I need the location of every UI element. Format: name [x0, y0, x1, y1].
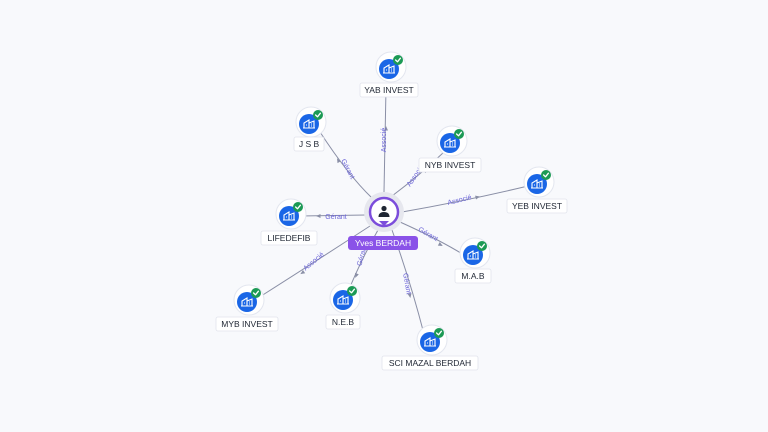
- company-node-myb[interactable]: MYB INVEST: [215, 284, 279, 332]
- edge-arrow-icon: [337, 158, 341, 164]
- edge-relation-label: Gérant: [401, 273, 412, 295]
- edge-arrow-icon: [300, 269, 306, 275]
- edge-line: [391, 151, 445, 197]
- edge-yab: Associé: [381, 87, 388, 193]
- edge-relation-label: Associé: [381, 128, 388, 153]
- verified-check-icon: [393, 55, 403, 65]
- edge-line: [401, 185, 529, 213]
- person-name-tag: [348, 236, 418, 250]
- node-label-box: [454, 268, 492, 284]
- edge-arrow-icon: [316, 214, 321, 218]
- node-name-label: N.E.B: [332, 317, 355, 327]
- company-building-icon: [467, 250, 479, 260]
- edge-line: [299, 214, 367, 217]
- node-name-label: M.A.B: [461, 271, 484, 281]
- person-node-pointer: [379, 221, 389, 226]
- verified-check-icon: [347, 286, 357, 296]
- company-node-neb[interactable]: N.E.B: [325, 282, 361, 330]
- center-person-node[interactable]: Yves BERDAH: [348, 192, 418, 250]
- edge-line: [399, 221, 465, 256]
- company-building-icon: [444, 138, 456, 148]
- node-label-box: [293, 136, 325, 152]
- company-building-icon: [303, 119, 315, 129]
- node-label-box: [260, 230, 318, 246]
- company-building-icon: [531, 179, 543, 189]
- edge-line: [383, 87, 387, 193]
- node-name-label: SCI MAZAL BERDAH: [389, 358, 471, 368]
- edge-relation-label: Gérant: [339, 158, 355, 180]
- company-node-jsb[interactable]: J S B: [293, 106, 327, 152]
- company-node-yeb[interactable]: YEB INVEST: [506, 166, 568, 214]
- company-building-icon: [337, 295, 349, 305]
- node-name-label: LIFEDEFIB: [268, 233, 311, 243]
- person-icon: [378, 205, 390, 217]
- verified-check-icon: [454, 129, 464, 139]
- edge-arrow-icon: [437, 242, 443, 246]
- verified-check-icon: [434, 328, 444, 338]
- node-label-box: [325, 314, 361, 330]
- edge-arrow-icon: [355, 272, 359, 278]
- edge-relation-label: Gérant: [325, 214, 346, 221]
- nodes-layer: YAB INVEST J S B NYB INVEST YEB INVEST LIFED…: [215, 51, 568, 371]
- company-node-nyb[interactable]: NYB INVEST: [418, 125, 482, 173]
- edge-relation-label: Gérant: [417, 226, 439, 243]
- company-node-lifedefib[interactable]: LIFEDEFIB: [260, 198, 318, 246]
- edge-line: [257, 225, 371, 299]
- company-building-icon: [383, 64, 395, 74]
- edge-relation-label: Associé: [302, 251, 325, 272]
- node-label-box: [381, 355, 479, 371]
- edge-arrow-icon: [407, 293, 412, 298]
- node-name-label: YEB INVEST: [512, 201, 562, 211]
- edge-jsb: Gérant: [319, 131, 373, 199]
- node-name-label: J S B: [299, 139, 320, 149]
- company-node-sci[interactable]: SCI MAZAL BERDAH: [381, 324, 479, 371]
- edge-arrow-icon: [475, 195, 480, 200]
- company-building-icon: [283, 211, 295, 221]
- verified-check-icon: [313, 110, 323, 120]
- edge-arrow-icon: [384, 126, 388, 131]
- node-name-label: YAB INVEST: [364, 85, 413, 95]
- edge-relation-label: Associé: [447, 194, 473, 207]
- edge-lifedefib: Gérant: [299, 214, 367, 221]
- node-name-label: MYB INVEST: [221, 319, 272, 329]
- company-node-mab[interactable]: M.A.B: [454, 237, 492, 284]
- verified-check-icon: [293, 202, 303, 212]
- node-label-box: [418, 157, 482, 173]
- node-label-box: [359, 82, 419, 98]
- company-building-icon: [424, 337, 436, 347]
- node-label-box: [215, 316, 279, 332]
- edge-line: [319, 131, 373, 199]
- verified-check-icon: [541, 170, 551, 180]
- person-name-label: Yves BERDAH: [355, 238, 411, 248]
- company-building-icon: [241, 297, 253, 307]
- node-name-label: NYB INVEST: [425, 160, 476, 170]
- company-node-yab[interactable]: YAB INVEST: [359, 51, 419, 98]
- node-label-box: [506, 198, 568, 214]
- verified-check-icon: [251, 288, 261, 298]
- verified-check-icon: [477, 241, 487, 251]
